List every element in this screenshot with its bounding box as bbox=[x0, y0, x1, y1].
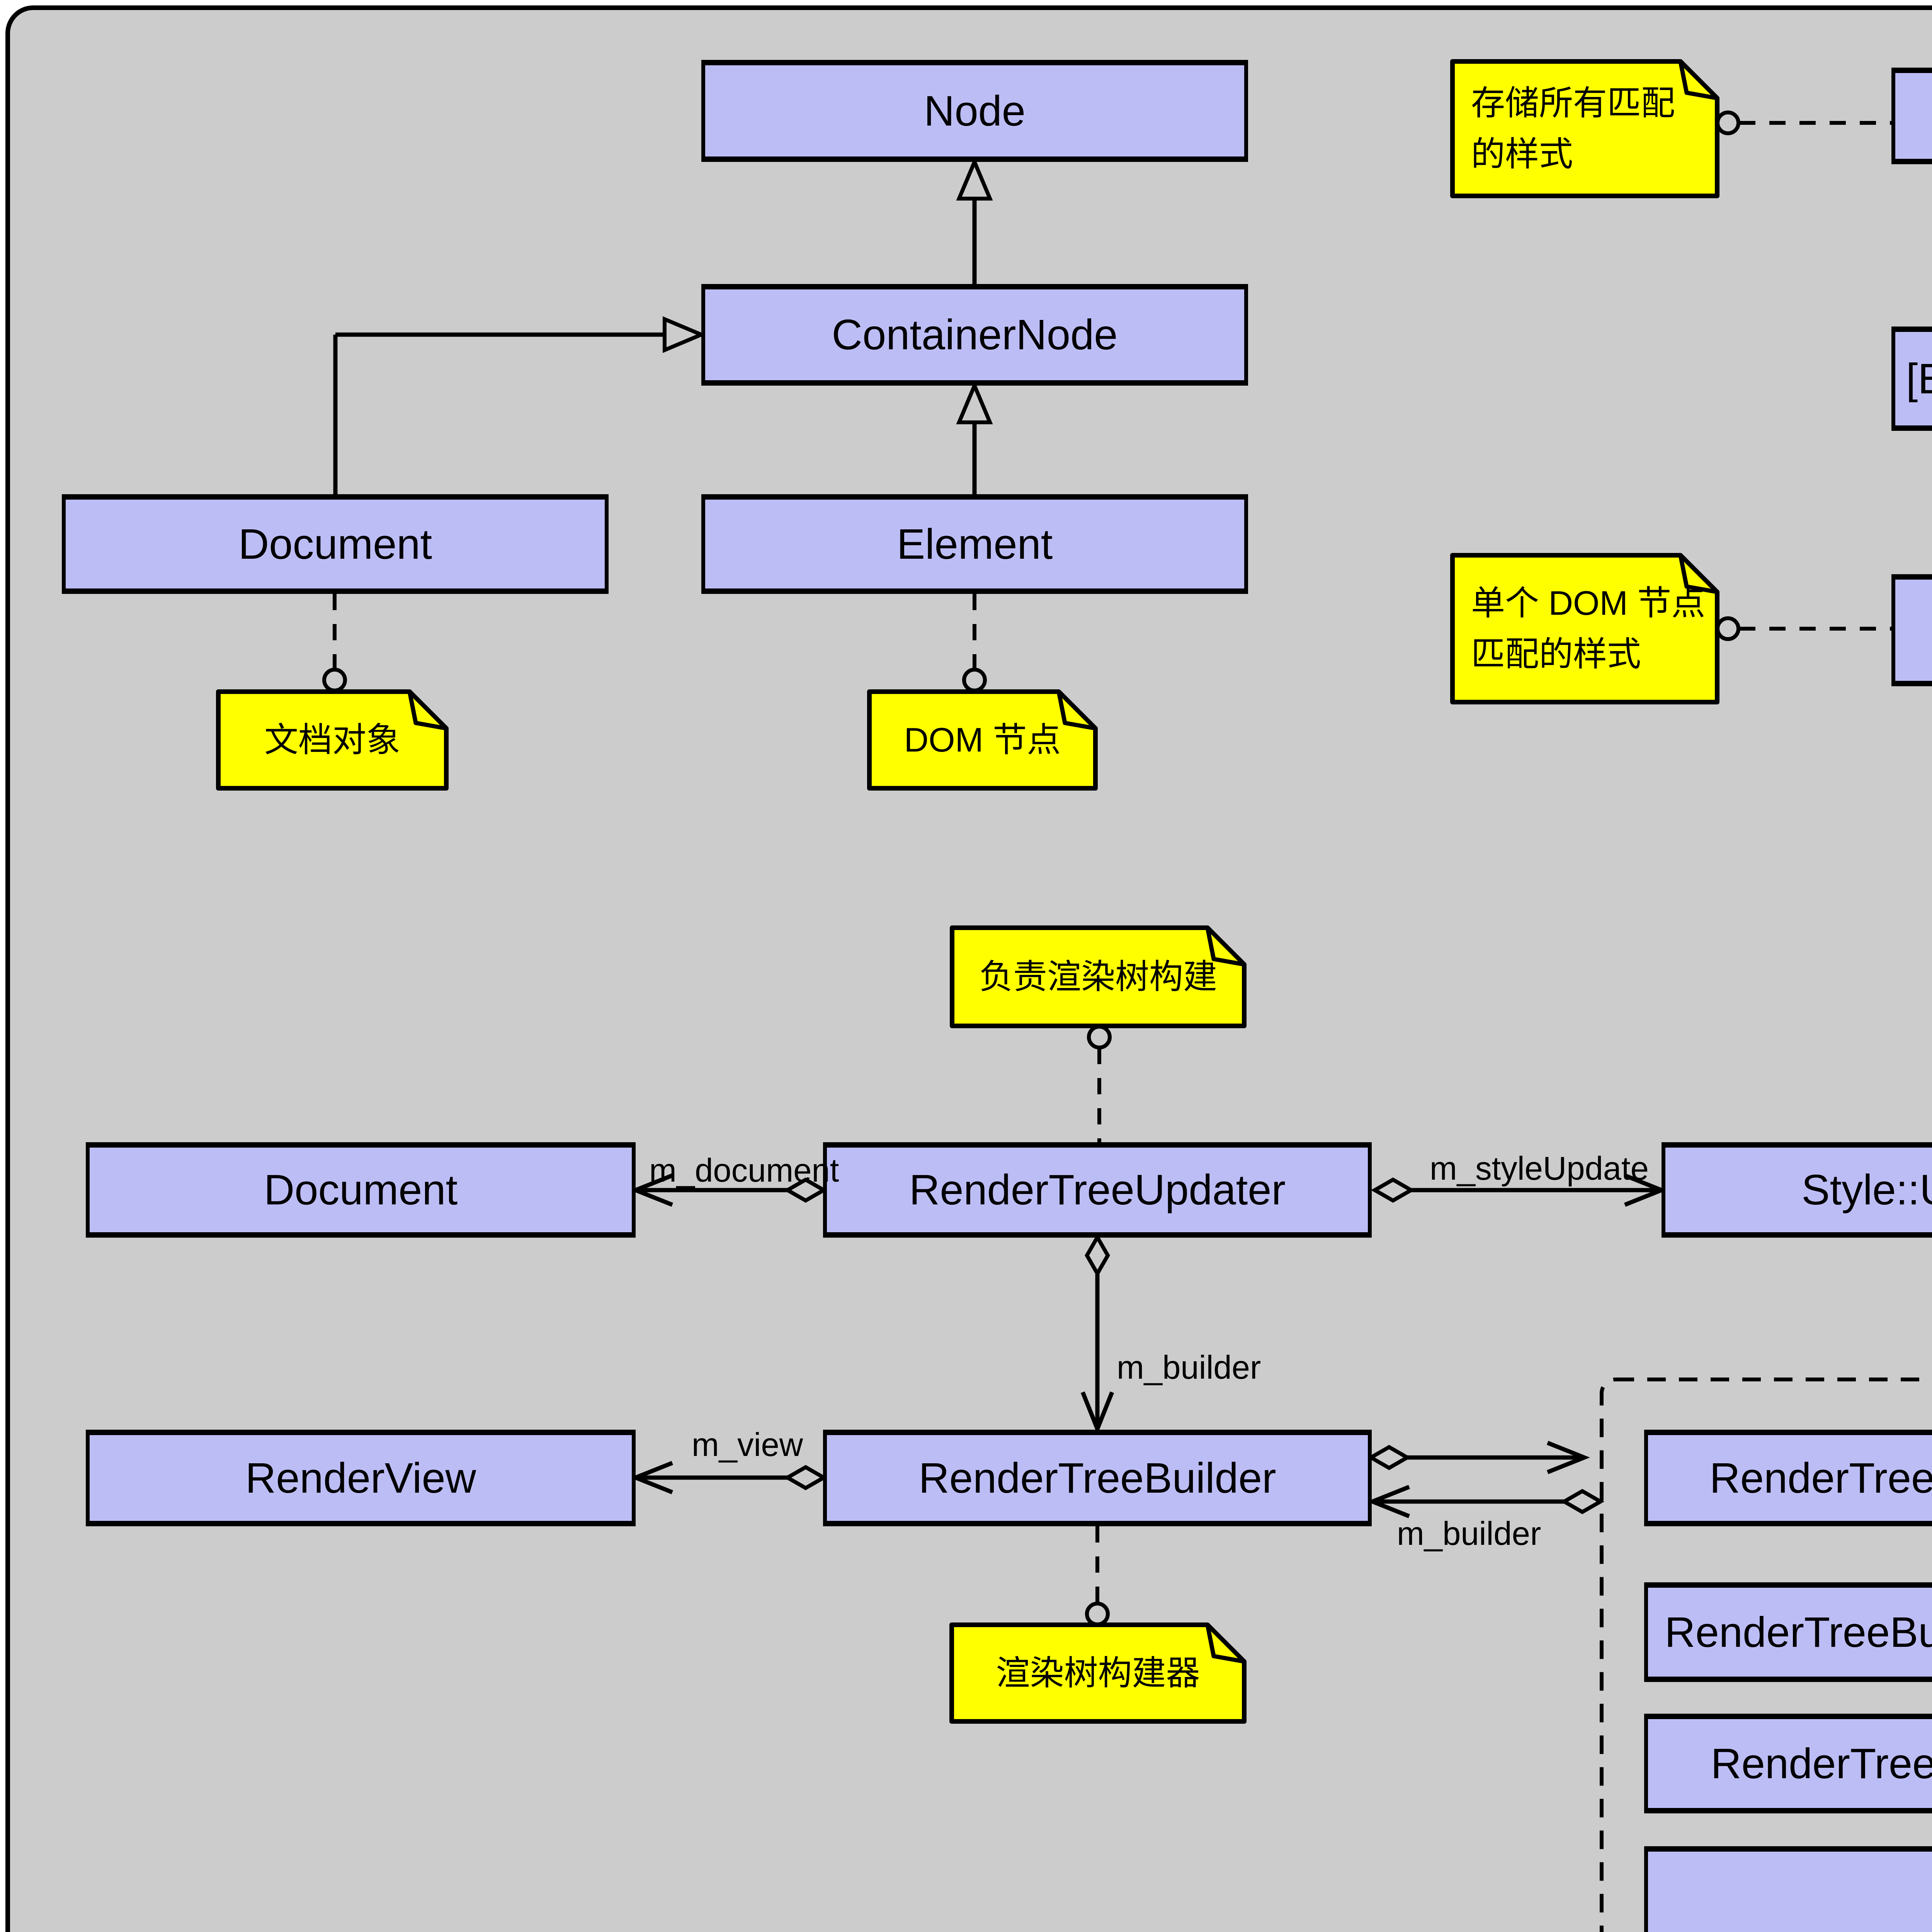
note-shape bbox=[1450, 59, 1719, 198]
class-box-rendertreebuilder: RenderTreeBuilder bbox=[823, 1430, 1372, 1526]
edge-label-m-styleupdate: m_styleUpdate bbox=[1430, 1150, 1649, 1187]
note-line: 存储所有匹配 bbox=[1471, 84, 1675, 122]
note-shape bbox=[216, 689, 449, 791]
generalization-document-to-containernode bbox=[333, 316, 706, 494]
note-text: 单个 DOM 节点匹配的样式 bbox=[1452, 555, 1717, 702]
class-label-document2: Document bbox=[264, 1166, 458, 1214]
note-shape bbox=[950, 925, 1247, 1028]
class-label-element: Element bbox=[896, 520, 1053, 568]
note-note-store-all: 存储所有匹配的样式 bbox=[1450, 59, 1719, 198]
class-box-styleupdate1: Style::Update bbox=[1891, 68, 1932, 164]
generalization-containernode-to-node bbox=[956, 157, 993, 284]
builder-group-dashed-box bbox=[1600, 1378, 1932, 1932]
note-line: 的样式 bbox=[1471, 135, 1573, 173]
generalization-element-to-containernode bbox=[956, 381, 993, 494]
edge-label-m-builder-horizontal: m_builder bbox=[1397, 1515, 1541, 1552]
class-box-document2: Document bbox=[86, 1142, 636, 1238]
class-box-rtb-more: ... bbox=[1644, 1846, 1932, 1932]
aggregation-rendertreeupdater-to-rendertreebuilder bbox=[1080, 1233, 1114, 1435]
class-label-containernode: ContainerNode bbox=[832, 311, 1118, 359]
note-note-single-dom: 单个 DOM 节点匹配的样式 bbox=[1450, 553, 1719, 704]
note-line: 匹配的样式 bbox=[1471, 635, 1641, 673]
class-label-document1: Document bbox=[238, 520, 432, 568]
note-shape bbox=[1450, 553, 1719, 704]
class-box-rtb-inline: RenderTreeBuilder::Inline bbox=[1644, 1714, 1932, 1813]
class-label-rendertreeupdater: RenderTreeUpdater bbox=[909, 1166, 1286, 1214]
note-line: 文档对象 bbox=[264, 721, 400, 759]
class-box-renderview: RenderView bbox=[86, 1430, 636, 1526]
note-link-tree-builder bbox=[1085, 1526, 1110, 1626]
note-text: DOM 节点 bbox=[869, 692, 1095, 788]
class-label-styleupdate2: Style::Update bbox=[1801, 1166, 1932, 1214]
class-box-styleupdate2: Style::Update bbox=[1662, 1142, 1932, 1238]
class-box-rendertreeupdater: RenderTreeUpdater bbox=[823, 1142, 1372, 1238]
edge-label-m-builder-vertical: m_builder bbox=[1117, 1349, 1261, 1386]
note-link-render-tree-build bbox=[1087, 1025, 1112, 1142]
class-label-renderview: RenderView bbox=[245, 1454, 476, 1502]
class-box-renderstyle: RenderStyle bbox=[1891, 574, 1932, 686]
class-box-document1: Document bbox=[62, 494, 609, 594]
note-link-element bbox=[962, 594, 987, 692]
note-shape bbox=[949, 1622, 1247, 1724]
class-box-rtb-block: RenderTreeBuilder::Block bbox=[1644, 1430, 1932, 1526]
aggregation-rendertreebuilder-to-renderview bbox=[630, 1461, 828, 1495]
class-box-elementupdate: [Element : ElementUpdate] bbox=[1891, 327, 1932, 431]
class-box-element: Element bbox=[701, 494, 1248, 594]
aggregation-rendertreebuilder-to-block-builders bbox=[1367, 1440, 1590, 1475]
note-link-single-dom bbox=[1716, 616, 1891, 641]
note-text: 文档对象 bbox=[218, 692, 446, 788]
aggregation-rendertreeupdater-to-document bbox=[630, 1173, 828, 1207]
class-box-containernode: ContainerNode bbox=[701, 284, 1248, 386]
class-label-rendertreebuilder: RenderTreeBuilder bbox=[918, 1454, 1276, 1502]
class-label-rtb-inline: RenderTreeBuilder::Inline bbox=[1711, 1740, 1932, 1787]
note-text: 负责渲染树构建 bbox=[952, 928, 1244, 1026]
note-link-document bbox=[322, 594, 347, 692]
class-label-rtb-block: RenderTreeBuilder::Block bbox=[1709, 1454, 1932, 1502]
note-note-render-tree-build: 负责渲染树构建 bbox=[950, 925, 1247, 1028]
note-text: 存储所有匹配的样式 bbox=[1452, 61, 1717, 196]
note-link-store-all bbox=[1716, 111, 1891, 135]
edge-label-m-document: m_document bbox=[649, 1152, 839, 1189]
note-line: DOM 节点 bbox=[904, 721, 1061, 759]
note-note-doc-object: 文档对象 bbox=[216, 689, 449, 791]
note-line: 负责渲染树构建 bbox=[979, 957, 1217, 996]
aggregation-blockbuilder-to-rendertreebuilder bbox=[1367, 1485, 1605, 1519]
note-note-dom-node: DOM 节点 bbox=[867, 689, 1098, 791]
class-box-rtb-blockflow: RenderTreeBuilder::BlockFlow bbox=[1644, 1582, 1932, 1682]
note-text: 渲染树构建器 bbox=[952, 1625, 1244, 1721]
edge-label-m-view: m_view bbox=[692, 1427, 803, 1463]
note-line: 单个 DOM 节点 bbox=[1471, 584, 1706, 622]
note-note-tree-builder: 渲染树构建器 bbox=[949, 1622, 1247, 1724]
class-box-node: Node bbox=[701, 60, 1248, 162]
aggregation-rendertreeupdater-to-styleupdate bbox=[1371, 1173, 1667, 1207]
class-label-rtb-blockflow: RenderTreeBuilder::BlockFlow bbox=[1665, 1608, 1932, 1656]
note-line: 渲染树构建器 bbox=[996, 1654, 1200, 1692]
note-shape bbox=[867, 689, 1098, 791]
class-label-elementupdate: [Element : ElementUpdate] bbox=[1906, 355, 1932, 403]
class-label-node: Node bbox=[924, 87, 1026, 135]
